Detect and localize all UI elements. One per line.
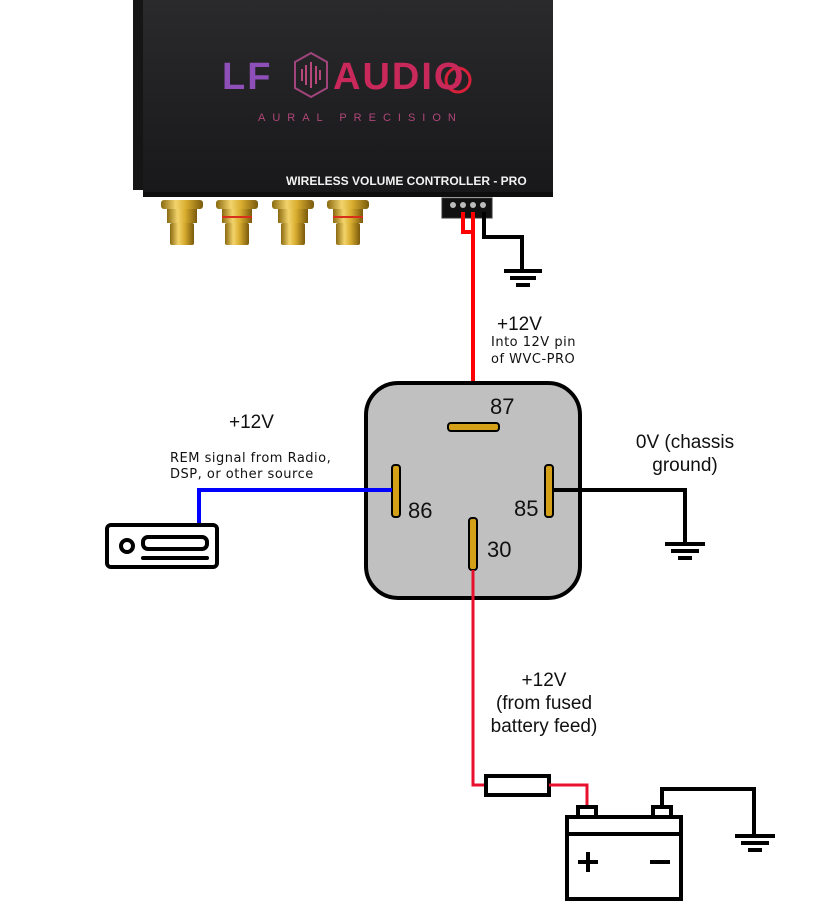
- relay-pin-85[interactable]: [544, 464, 554, 518]
- power-ring-dot: [455, 77, 461, 83]
- terminal-screw: [450, 202, 456, 208]
- wire-rem-signal: [197, 488, 392, 525]
- pin-87-label: 87: [490, 394, 515, 419]
- rca-jacks: [161, 200, 369, 245]
- hexagon-logo-icon: [294, 51, 328, 99]
- battery-note-line1: (from fused: [495, 693, 593, 714]
- wvc-pro-device: [133, 0, 553, 245]
- wvc-voltage-label: +12V: [497, 314, 542, 335]
- wire-chassis-ground: [553, 488, 687, 544]
- terminal-screw: [470, 202, 476, 208]
- battery-voltage-label: +12V: [521, 670, 567, 691]
- wire-fuse-to-battery: [549, 783, 589, 807]
- power-ring-icon: [444, 66, 472, 94]
- wire-wvc-12v-jumper: [461, 212, 473, 234]
- fuse-icon: [484, 774, 551, 797]
- pin-30-label: 30: [487, 537, 512, 562]
- wvc-note-line2: of WVC-PRO: [491, 352, 576, 367]
- brand-tagline: AURAL PRECISION: [258, 112, 463, 124]
- power-terminal-block[interactable]: [441, 197, 493, 219]
- ground-symbol-icon: [735, 834, 775, 852]
- wvc-note-line1: Into 12V pin: [491, 335, 576, 350]
- rca-jack[interactable]: [327, 200, 369, 245]
- radio-head-unit-icon: [105, 523, 219, 569]
- rca-jack[interactable]: [216, 200, 258, 245]
- ground-symbol-icon: [665, 542, 705, 560]
- relay-pin-86[interactable]: [391, 464, 401, 518]
- brand-lf: LF: [222, 56, 273, 98]
- ground-symbol-icon: [504, 269, 542, 287]
- terminal-screw: [460, 202, 466, 208]
- terminal-screw: [480, 202, 486, 208]
- brand-logo: [294, 51, 472, 99]
- rem-voltage-label: +12V: [229, 412, 274, 433]
- relay-pin-87[interactable]: [447, 422, 500, 432]
- wire-wvc-ground: [482, 212, 524, 270]
- wire-battery-feed: [471, 570, 486, 787]
- rca-jack[interactable]: [272, 200, 314, 245]
- battery-icon: [565, 805, 683, 901]
- pin-85-label: 85: [514, 496, 539, 521]
- rem-note-line2: DSP, or other source: [170, 467, 314, 482]
- device-model-label: WIRELESS VOLUME CONTROLLER - PRO: [286, 174, 527, 188]
- rem-note-line1: REM signal from Radio,: [170, 451, 332, 466]
- rca-jack[interactable]: [161, 200, 203, 245]
- pin-86-label: 86: [408, 498, 433, 523]
- ground-label-line2: ground): [652, 455, 718, 476]
- battery-note-line2: battery feed): [490, 716, 598, 737]
- minus-sign-icon: [650, 860, 670, 864]
- wire-battery-ground: [660, 787, 756, 836]
- ground-label-line1: 0V (chassis: [635, 432, 735, 453]
- brand-audio: AUDIO: [333, 56, 466, 98]
- device-bottom-edge: [143, 192, 553, 197]
- soundwave-icon: [301, 62, 321, 88]
- device-housing: [143, 0, 553, 196]
- plus-sign-icon: [578, 852, 598, 872]
- relay-pin-30[interactable]: [468, 517, 478, 571]
